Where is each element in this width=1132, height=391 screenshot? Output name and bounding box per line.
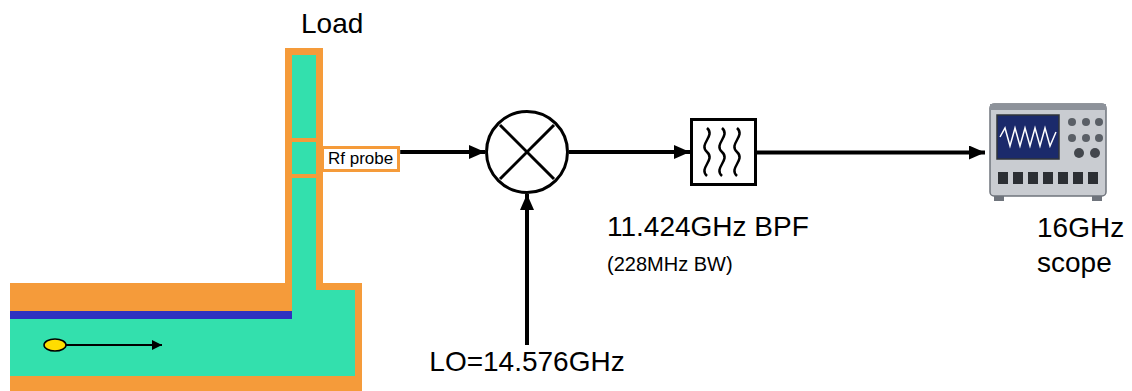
- scope-button: [998, 172, 1008, 184]
- scope-knob: [1095, 134, 1103, 142]
- scope-knob: [1082, 118, 1090, 126]
- scope-knob: [1090, 148, 1100, 158]
- beam-direction-arrow: [66, 344, 162, 346]
- scope-foot: [994, 196, 1004, 201]
- signal-arrow: [525, 194, 529, 345]
- scope-knob: [1074, 148, 1084, 158]
- signal-arrow: [400, 150, 485, 154]
- beam-pipe-vacuum: [10, 319, 355, 376]
- filter-symbol: [719, 128, 724, 176]
- load-waveguide-interior: [292, 55, 316, 291]
- lo-source: LO=14.576GHz: [429, 345, 624, 379]
- electron-bunch: [44, 339, 66, 351]
- scope-button: [1088, 172, 1098, 184]
- scope-button: [1043, 172, 1053, 184]
- scope-button: [1073, 172, 1083, 184]
- mixer-cross: [500, 125, 554, 179]
- scope-knob: [1068, 118, 1076, 126]
- load-label: Load: [301, 7, 363, 41]
- waveguide-divider: [292, 138, 316, 142]
- scope-button: [1013, 172, 1023, 184]
- scope-top-strip: [990, 104, 1106, 110]
- dielectric-layer: [10, 311, 292, 319]
- scope-screen: [997, 115, 1059, 159]
- probe-label: Rf probe: [328, 149, 393, 169]
- bandwidth-label: (228MHz BW): [607, 252, 733, 276]
- pipe-junction: [292, 290, 355, 325]
- scope-button: [1028, 172, 1038, 184]
- scope-knob: [1082, 134, 1090, 142]
- scope-button: [1058, 172, 1068, 184]
- signal-arrow: [569, 150, 690, 154]
- filter-symbol: [704, 128, 709, 176]
- mixer-cross: [500, 125, 554, 179]
- scope-body: [990, 104, 1106, 196]
- filter-label: 11.424GHz BPF: [607, 210, 809, 244]
- mixer-circle: [485, 110, 569, 194]
- bandpass-filter-box: 11.424GHz BPF(228MHz BW): [690, 118, 757, 186]
- scope-knob: [1095, 118, 1103, 126]
- scope-foot: [1092, 196, 1102, 201]
- scope-waveform: [1000, 128, 1056, 146]
- load-waveguide: Load: [285, 48, 323, 290]
- scope-knob: [1068, 134, 1076, 142]
- waveguide-divider: [292, 174, 316, 178]
- beam-pipe-wall: [10, 283, 362, 391]
- oscilloscope: 16GHz scope: [985, 100, 1110, 205]
- filter-symbol: [734, 128, 739, 176]
- rf-probe: Rf probe: [321, 146, 400, 172]
- lo-frequency-label: LO=14.576GHz: [429, 345, 624, 379]
- signal-arrow: [757, 151, 985, 155]
- scope-label: 16GHz scope: [1037, 210, 1124, 280]
